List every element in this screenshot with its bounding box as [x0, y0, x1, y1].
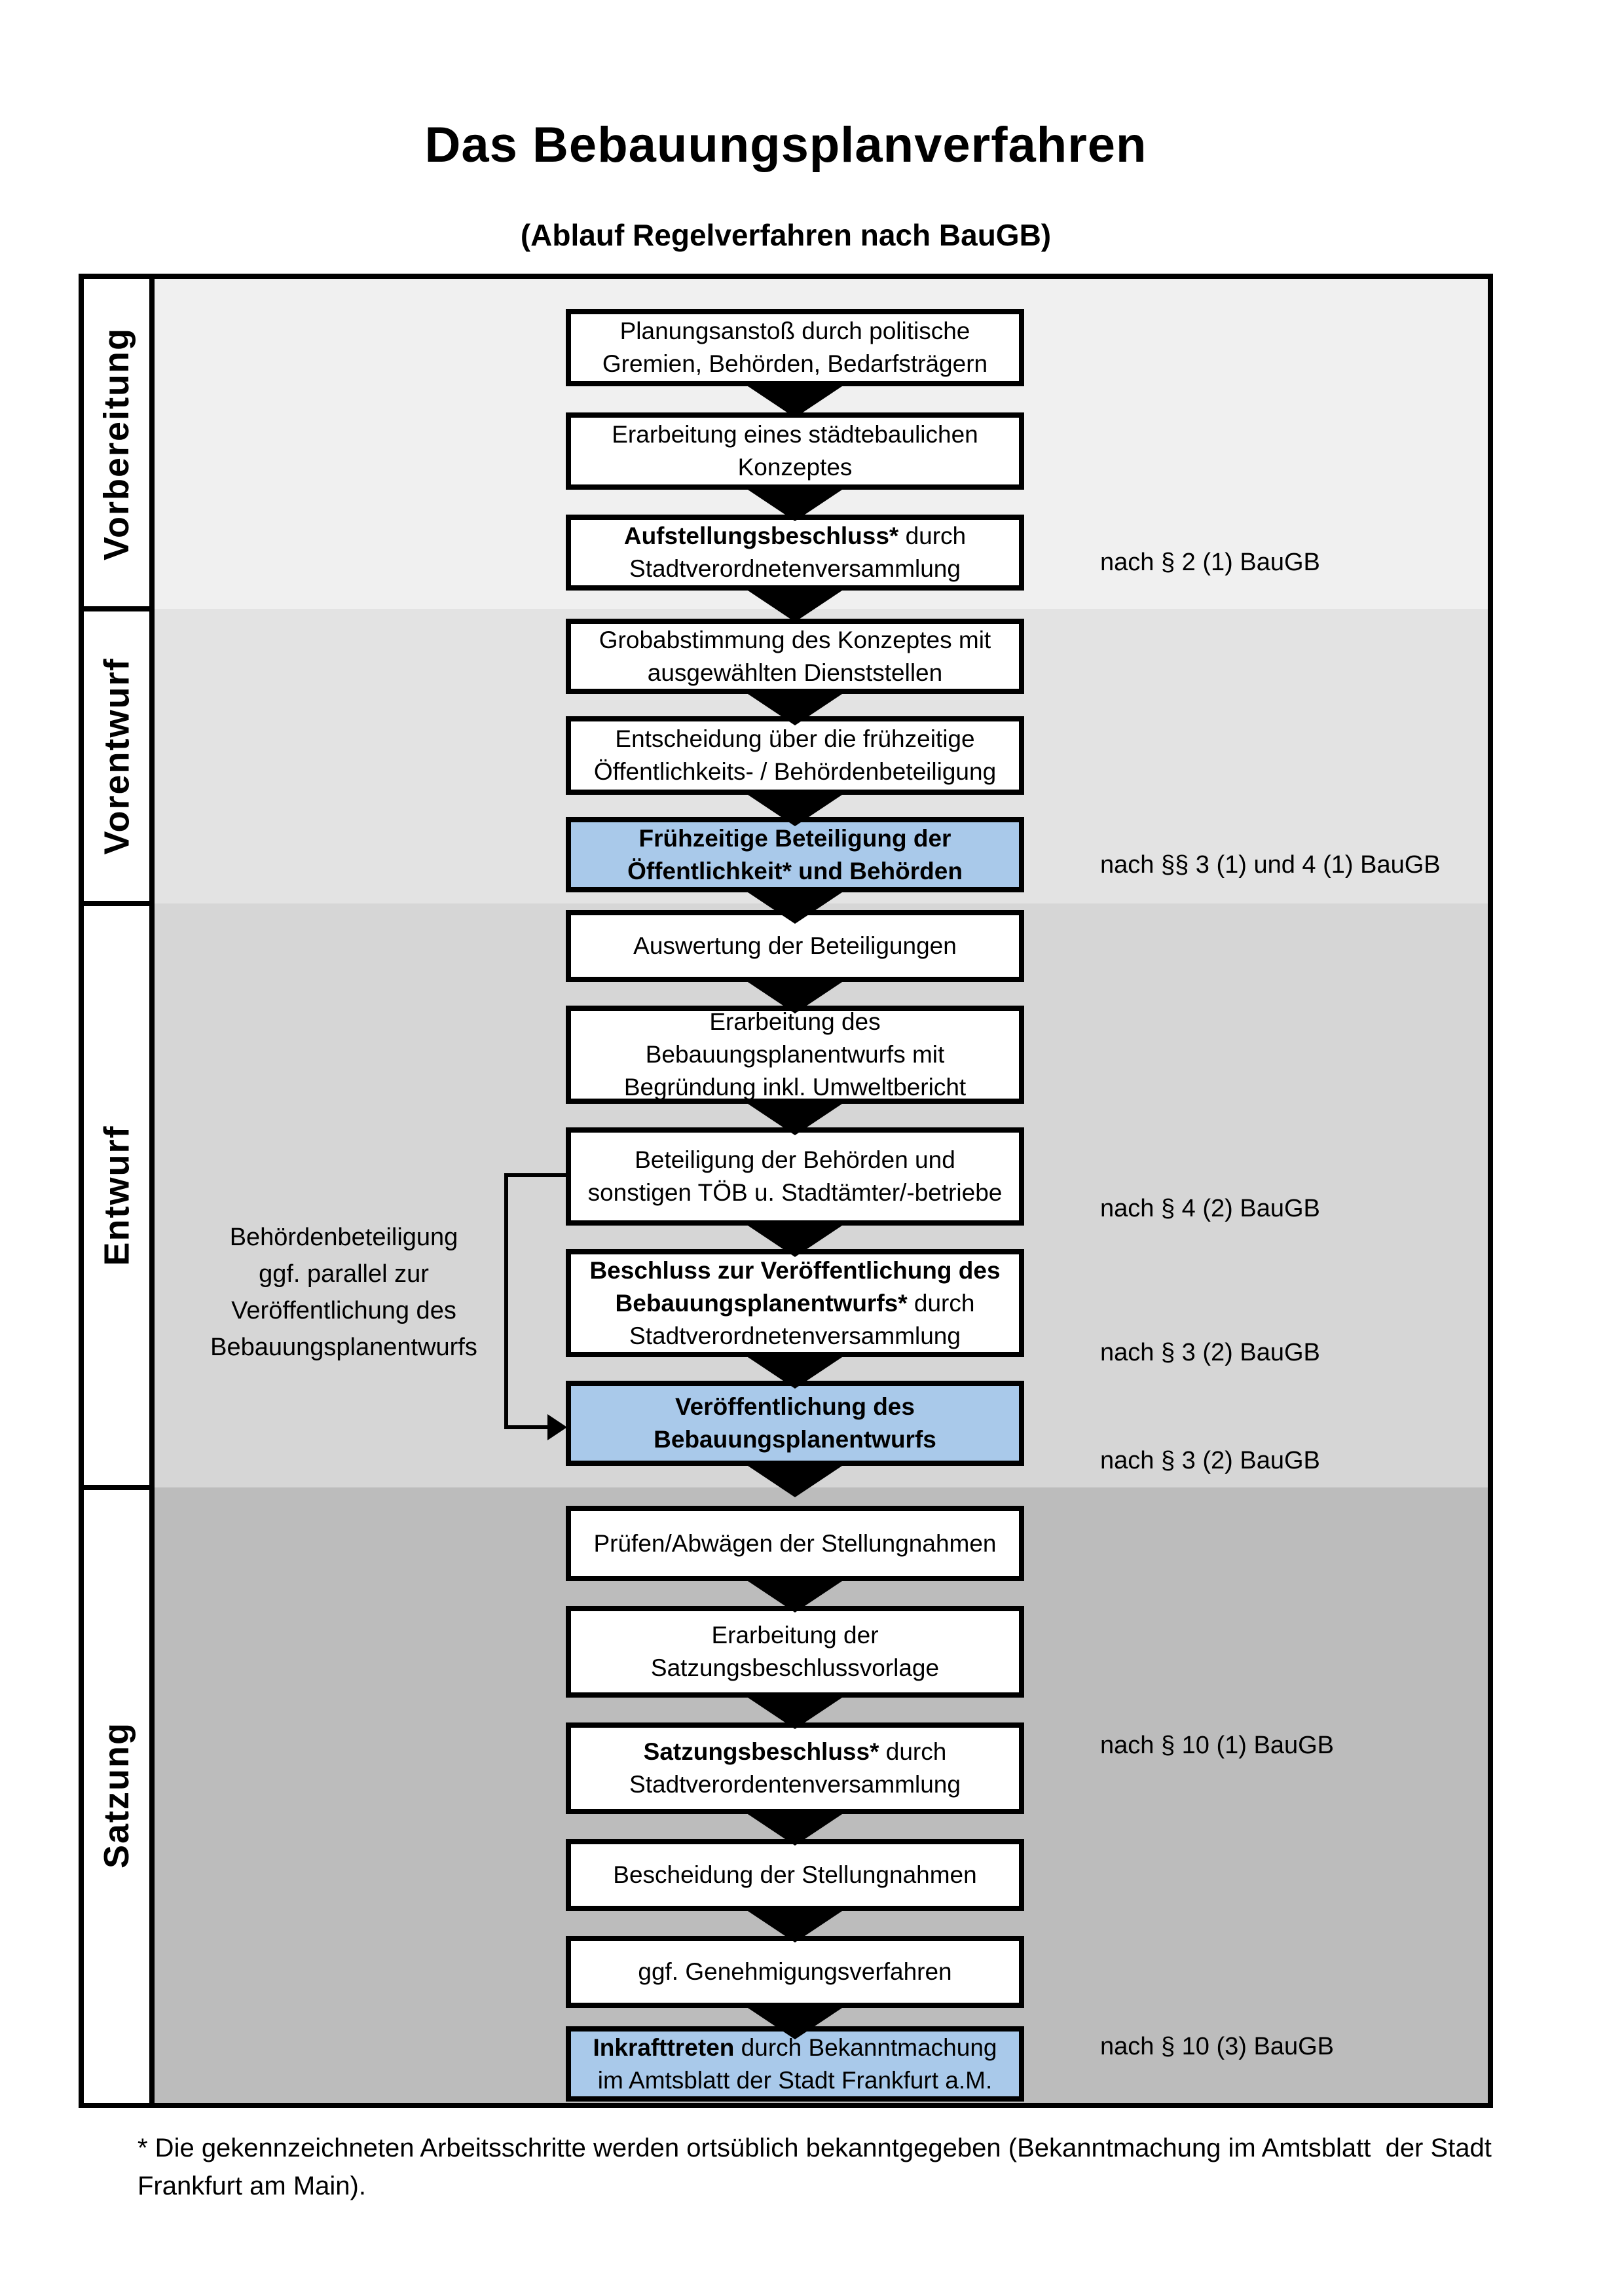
flow-arrow-down [744, 384, 846, 418]
flow-arrow-down [744, 487, 846, 521]
legal-ref-beschluss-veroeffentlichung: nach § 3 (2) BauGB [1100, 1339, 1320, 1366]
step-bescheidung-stellungnahmen: Bescheidung der Stellungnahmen [566, 1839, 1024, 1911]
flow-arrow-down [744, 1101, 846, 1135]
legal-ref-behoerdenbeteiligung: nach § 4 (2) BauGB [1100, 1195, 1320, 1222]
step-pruefen-abwaegen: Prüfen/Abwägen der Stellungnahmen [566, 1506, 1024, 1581]
legal-ref-inkrafttreten: nach § 10 (3) BauGB [1100, 2033, 1334, 2060]
footnote: * Die gekennzeichneten Arbeitsschritte w… [138, 2134, 1492, 2200]
flow-arrow-down [744, 1812, 846, 1846]
phase-label-vorentwurf: Vorentwurf [97, 657, 136, 855]
flow-arrow-down [744, 890, 846, 924]
flow-arrow-down [744, 588, 846, 622]
flow-arrow-down [744, 1463, 846, 1497]
legal-ref-satzungsbeschluss: nach § 10 (1) BauGB [1100, 1732, 1334, 1759]
phase-divider-2 [84, 901, 155, 906]
phase-divider-3 [84, 1485, 155, 1490]
bracket-vertical [504, 1173, 508, 1427]
flow-arrow-down [744, 2005, 846, 2039]
phase-label-satzung: Satzung [97, 1722, 136, 1868]
page-title: Das Bebauungsplanverfahren [424, 117, 1147, 173]
flow-arrow-down [744, 1908, 846, 1942]
label-column-divider [149, 279, 155, 2103]
phase-label-entwurf: Entwurf [97, 1125, 137, 1266]
flow-arrow-down [744, 792, 846, 826]
bracket-arrowhead-icon [547, 1414, 567, 1440]
flow-arrow-down [744, 691, 846, 725]
bracket-stub-top [504, 1173, 566, 1177]
flow-arrow-down [744, 1355, 846, 1389]
phase-divider-1 [84, 606, 155, 611]
legal-ref-fruehzeitige-beteiligung: nach §§ 3 (1) und 4 (1) BauGB [1100, 851, 1441, 879]
flow-frame [79, 274, 1493, 2108]
flow-arrow-down [744, 1223, 846, 1257]
bracket-stub-bottom [504, 1425, 550, 1429]
page-subtitle: (Ablauf Regelverfahren nach BauGB) [520, 218, 1052, 252]
step-genehmigungsverfahren: ggf. Genehmigungsverfahren [566, 1936, 1024, 2008]
phase-label-vorbereitung: Vorbereitung [97, 327, 137, 561]
flow-arrow-down [744, 979, 846, 1013]
legal-ref-aufstellungsbeschluss: nach § 2 (1) BauGB [1100, 549, 1320, 576]
flow-arrow-down [744, 1578, 846, 1613]
flow-arrow-down [744, 1695, 846, 1729]
legal-ref-veroeffentlichung: nach § 3 (2) BauGB [1100, 1447, 1320, 1474]
